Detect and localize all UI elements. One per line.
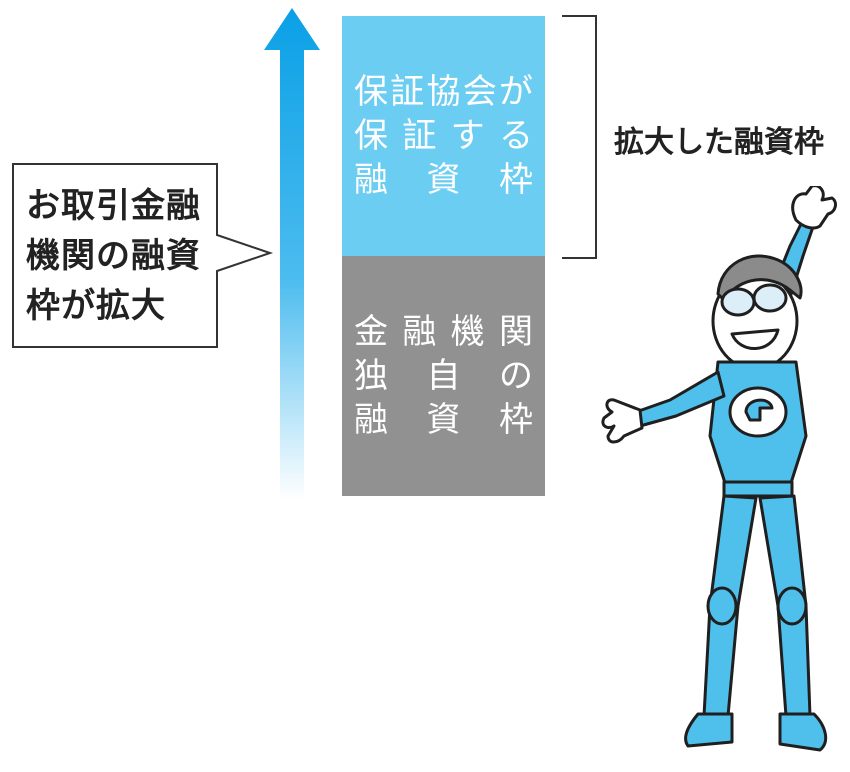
guarantee-line-2: 保 証 す る [354,114,533,158]
callout-line: 枠が拡大 [26,285,166,326]
char: 融 [354,400,388,440]
char: 関 [498,312,533,352]
callout-bubble [12,163,274,348]
char: 自 [426,356,461,396]
upward-arrow-icon [264,8,320,500]
char: す [450,116,485,156]
bank-line-3: 融 資 枠 [354,398,533,442]
char: の [499,356,533,396]
char: 協 [426,72,461,112]
char: 証 [390,72,425,112]
bank-own-credit-block: 金 融 機 関 独 自 の 融 資 枠 [342,256,545,496]
char: 機 [450,312,485,352]
guarantee-line-1: 保 証 協 会 が [354,70,533,114]
char: 保 [354,72,388,112]
callout-line: お取引金融 [26,185,201,226]
callout-text: お取引金融 機関の融資 枠が拡大 [12,163,208,348]
char: 会 [462,72,497,112]
char: る [498,116,533,156]
char: 融 [402,312,437,352]
guarantee-line-3: 融 資 枠 [354,158,533,202]
bank-line-2: 独 自 の [354,354,533,398]
char: 金 [354,312,388,352]
char: 証 [402,116,437,156]
bank-line-1: 金 融 機 関 [354,310,533,354]
expanded-credit-label: 拡大した融資枠 [614,125,824,160]
guarantee-credit-block: 保 証 協 会 が 保 証 す る 融 資 枠 [342,16,545,256]
char: 保 [354,116,388,156]
char: 資 [426,400,461,440]
bracket-icon [562,15,597,259]
char: 独 [354,356,388,396]
char: 資 [426,160,461,200]
char: が [499,72,533,112]
callout-line: 機関の融資 [26,235,201,276]
char: 枠 [499,160,533,200]
char: 融 [354,160,388,200]
superhero-mascot-icon [601,186,837,752]
char: 枠 [499,400,533,440]
